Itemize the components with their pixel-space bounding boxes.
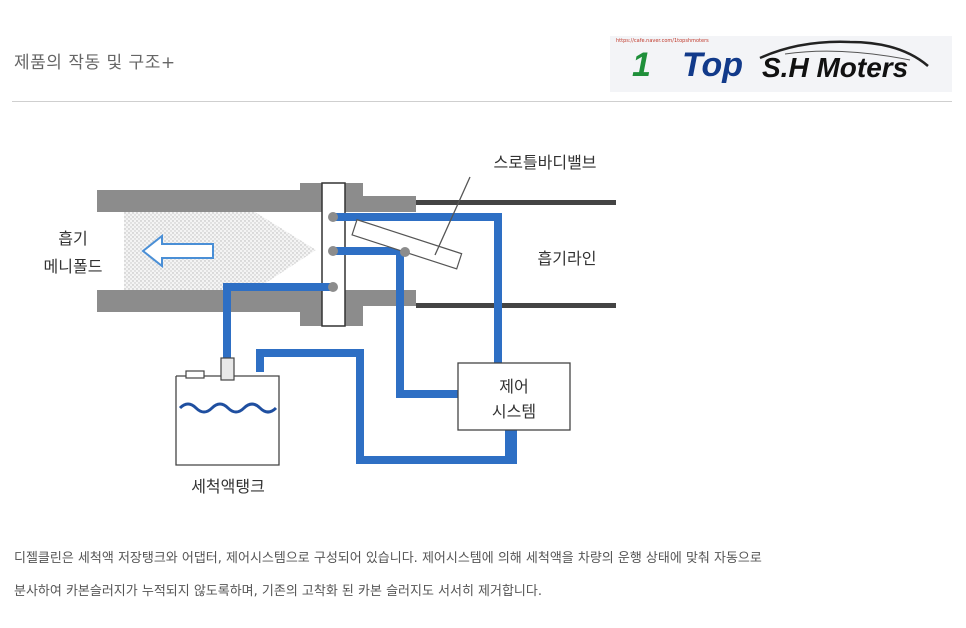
nozzle-dot bbox=[328, 282, 338, 292]
nozzle-dot bbox=[328, 212, 338, 222]
system-diagram: 흡기 메니폴드 스로틀바디밸브 흡기라인 제어 시스템 세척액탱크 bbox=[44, 153, 616, 496]
label-cleaner-tank: 세척액탱크 bbox=[191, 477, 265, 496]
car-silhouette-icon bbox=[759, 40, 929, 67]
label-intake-manifold-2: 메니폴드 bbox=[44, 257, 103, 276]
description-line-2: 분사하여 카본슬러지가 누적되지 않도록하며, 기존의 고착화 된 카본 슬러지… bbox=[14, 584, 542, 599]
label-intake-line: 흡기라인 bbox=[538, 249, 597, 268]
spray-cone bbox=[124, 212, 316, 290]
throttle-valve bbox=[351, 176, 471, 270]
page-title: 제품의 작동 및 구조+ bbox=[14, 53, 176, 73]
label-throttle-valve: 스로틀바디밸브 bbox=[493, 153, 596, 172]
label-control-system-1: 제어 bbox=[499, 377, 528, 396]
logo-brand-top: Top bbox=[682, 46, 744, 84]
description-line-1: 디젤클린은 세척액 저장탱크와 어댑터, 제어시스템으로 구성되어 있습니다. … bbox=[14, 551, 762, 566]
label-intake-manifold-1: 흡기 bbox=[58, 229, 87, 248]
header-divider bbox=[12, 101, 952, 102]
brand-logo: https://cafe.naver.com/1topshmoters 1 To… bbox=[610, 36, 952, 92]
arrow-left-icon bbox=[141, 233, 214, 269]
label-control-system-2: 시스템 bbox=[492, 402, 536, 421]
logo-brand-name: S.H Moters bbox=[762, 52, 909, 83]
control-system-box bbox=[457, 362, 571, 431]
cleaner-pipes bbox=[223, 213, 517, 464]
cleaner-tank bbox=[175, 357, 280, 466]
logo-mark: 1 bbox=[632, 46, 651, 84]
logo-url: https://cafe.naver.com/1topshmoters bbox=[616, 38, 709, 44]
nozzle-dot bbox=[328, 246, 338, 256]
intake-manifold-duct bbox=[97, 183, 322, 326]
